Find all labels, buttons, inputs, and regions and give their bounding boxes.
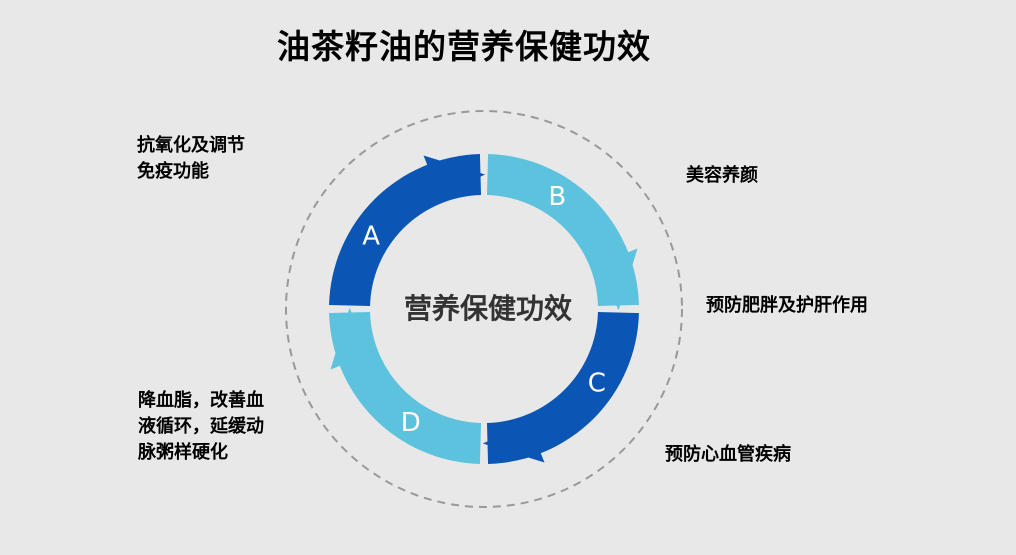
segment-letter-c: C: [588, 368, 606, 398]
label-a-line-2: 免疫功能: [137, 161, 209, 182]
arrow-head-c: [482, 422, 545, 463]
label-d-line-1: 降血脂，改善血: [138, 390, 264, 411]
dashed-outer-ring: [285, 110, 683, 508]
segment-letter-a: A: [362, 222, 380, 252]
label-d-line-3: 脉粥样硬化: [138, 442, 228, 463]
segment-letter-b: B: [548, 182, 566, 212]
arrow-head-a: [423, 155, 486, 196]
arrow-head-d: [330, 307, 371, 370]
label-a: 抗氧化及调节 免疫功能: [137, 133, 245, 185]
label-b-2: 预防肥胖及护肝作用: [706, 293, 868, 319]
label-a-line-1: 抗氧化及调节: [137, 135, 245, 156]
label-d-line-2: 液循环，延缓动: [138, 416, 264, 437]
center-label: 营养保健功效: [404, 292, 572, 325]
label-d: 降血脂，改善血 液循环，延缓动 脉粥样硬化: [138, 388, 264, 466]
label-c: 预防心血管疾病: [665, 442, 791, 468]
label-b-1: 美容养颜: [686, 163, 758, 189]
label-b2-line-1: 预防肥胖及护肝作用: [706, 295, 868, 316]
arrow-head-b: [597, 248, 638, 311]
label-b1-line-1: 美容养颜: [686, 165, 758, 186]
ring-segments: A B C D: [329, 154, 639, 464]
page-title: 油茶籽油的营养保健功效: [277, 27, 651, 66]
label-c-line-1: 预防心血管疾病: [665, 444, 791, 465]
segment-letter-d: D: [401, 408, 421, 438]
